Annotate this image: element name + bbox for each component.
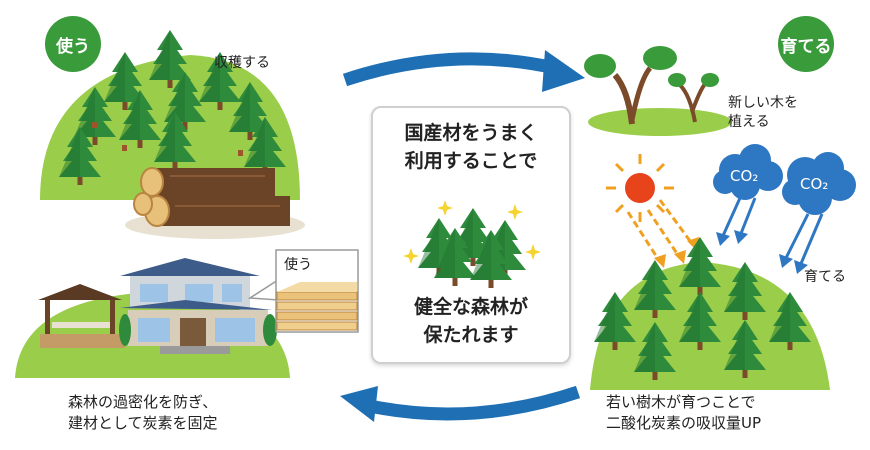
left-caption-line1: 森林の過密化を防ぎ、 (68, 393, 218, 411)
log-icon (125, 167, 305, 239)
use-badge-label: 使う (56, 36, 90, 57)
center-message-panel: 国産材をうまく 利用することで 健全な森林が 保たれます (371, 106, 571, 364)
arrow-grow-to-use (340, 385, 581, 422)
healthy-forest-icon (403, 200, 541, 288)
co2-cloud-icon: CO₂ CO₂ (713, 144, 856, 274)
plant-label-line1: 新しい木を (728, 95, 798, 111)
grow-badge: 育てる (778, 16, 834, 72)
center-line-4: 保たれます (423, 324, 519, 346)
lumber-callout (247, 249, 359, 333)
center-line-3: 健全な森林が (413, 296, 528, 318)
sprout-icon (584, 46, 732, 136)
plant-label-line2: 植える (728, 114, 770, 130)
growing-forest-hill (590, 237, 830, 390)
left-caption-line2: 建材として炭素を固定 (68, 414, 218, 432)
center-line-1: 国産材をうまく (404, 122, 538, 144)
co2-label: CO₂ (730, 167, 758, 185)
harvest-hill (40, 30, 300, 200)
co2-label: CO₂ (800, 175, 828, 193)
arrow-use-to-grow (342, 50, 585, 92)
grow-label: 育てる (804, 269, 846, 285)
sun-icon (606, 154, 699, 268)
center-line-2: 利用することで (404, 150, 538, 172)
use-callout-label: 使う (284, 257, 312, 273)
grow-badge-label: 育てる (780, 36, 832, 57)
right-caption-line2: 二酸化炭素の吸収量UP (606, 414, 762, 432)
harvest-label: 収穫する (214, 55, 270, 71)
right-caption-line1: 若い樹木が育つことで (606, 393, 756, 411)
use-badge: 使う (45, 16, 101, 72)
house-icon (15, 258, 290, 378)
